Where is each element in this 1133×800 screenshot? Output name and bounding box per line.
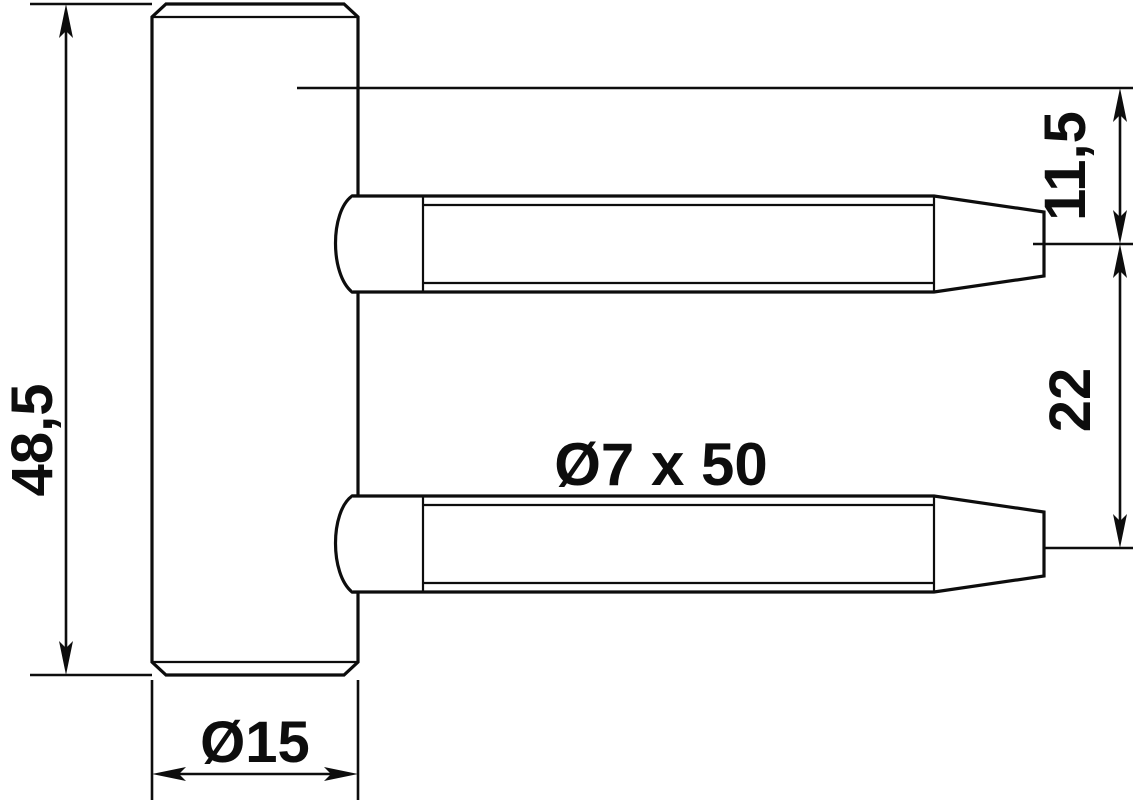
dimension-label-top-offset: 11,5 [1033, 111, 1098, 221]
dimension-label-pin-spacing: 22 [1038, 368, 1103, 433]
dimension-label-body-diameter: Ø15 [200, 710, 310, 775]
arrow-top-offset-bottom [1113, 210, 1127, 244]
dimension-label-pin-spec: Ø7 x 50 [554, 431, 768, 498]
upper-pin-body-outline [352, 194, 1046, 294]
arrow-overall-height-top [59, 4, 73, 38]
arrow-top-offset-top [1113, 88, 1127, 122]
arrow-pin-spacing-top [1113, 244, 1127, 278]
arrow-pin-spacing-bottom [1113, 514, 1127, 548]
arrow-body-diameter-left [152, 767, 186, 781]
arrow-body-diameter-right [324, 767, 358, 781]
lower-pin-body-outline [352, 494, 1046, 594]
dimension-label-overall-height: 48,5 [0, 384, 65, 497]
arrow-overall-height-bottom [59, 641, 73, 675]
hinge-body-outline [150, 2, 360, 677]
